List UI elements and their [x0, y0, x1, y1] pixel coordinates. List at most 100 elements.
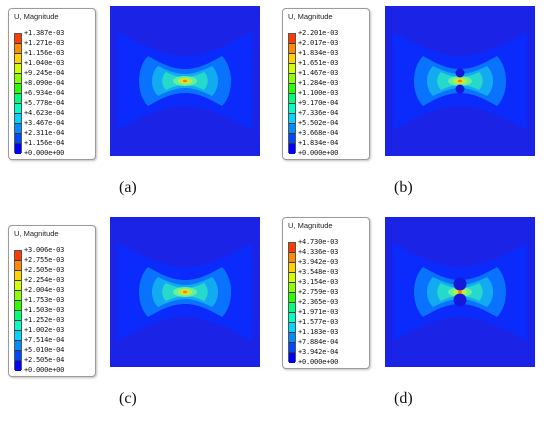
legend-swatch	[289, 283, 295, 293]
legend-swatch	[289, 263, 295, 273]
legend-swatch	[15, 301, 21, 311]
legend-swatch	[15, 321, 21, 331]
legend-box: U, Magnitude+4.730e-03+4.336e-03+3.942e-…	[282, 217, 370, 369]
legend-swatch	[15, 54, 21, 64]
legend-title: U, Magnitude	[288, 12, 333, 21]
legend-value: +2.201e-03	[298, 29, 339, 37]
legend-value: +1.387e-03	[24, 29, 65, 37]
legend-value: +1.284e-03	[298, 79, 339, 87]
legend-value: +2.017e-03	[298, 39, 339, 47]
legend-value: +2.004e-03	[24, 286, 65, 294]
legend-swatch	[15, 34, 21, 44]
legend-value: +1.040e-03	[24, 59, 65, 67]
legend-value: +3.548e-03	[298, 268, 339, 276]
legend-value: +4.336e-03	[298, 248, 339, 256]
legend-swatch	[15, 104, 21, 114]
panel-caption: (b)	[394, 179, 413, 196]
legend-value: +2.505e-03	[24, 266, 65, 274]
legend-value: +1.834e-04	[298, 139, 339, 147]
legend-value: +1.577e-03	[298, 318, 339, 326]
legend-value: +1.971e-03	[298, 308, 339, 316]
legend-swatch	[289, 134, 295, 144]
legend-color-bar	[288, 242, 296, 363]
legend-value: +1.651e-03	[298, 59, 339, 67]
legend-value: +3.467e-04	[24, 119, 65, 127]
legend-swatch	[289, 74, 295, 84]
legend-value: +0.000e+00	[24, 366, 65, 374]
legend-value: +2.365e-03	[298, 298, 339, 306]
legend-value: +1.156e-03	[24, 49, 65, 57]
legend-value: +4.730e-03	[298, 238, 339, 246]
legend-value: +1.183e-03	[298, 328, 339, 336]
panel-caption: (d)	[394, 390, 413, 407]
legend-value: +0.000e+00	[24, 149, 65, 157]
legend-box: U, Magnitude +2.201e-03 +2.017e-03 +1.834e-…	[282, 8, 370, 160]
legend-swatch	[15, 281, 21, 291]
legend-value: +5.010e-04	[24, 346, 65, 354]
legend-value: +1.834e-03	[298, 49, 339, 57]
legend-swatch	[289, 323, 295, 333]
hotspot-ring-4	[458, 290, 462, 294]
legend-value: +5.502e-04	[298, 119, 339, 127]
legend-swatch	[289, 94, 295, 104]
legend-swatch	[15, 331, 21, 341]
legend-swatch	[289, 44, 295, 54]
legend-value: +1.156e-04	[24, 139, 65, 147]
legend-swatch	[289, 54, 295, 64]
legend-value: +0.000e+00	[298, 358, 339, 366]
legend-color-bar	[288, 33, 296, 154]
low-zone-1	[453, 277, 467, 291]
legend-title: U, Magnitude	[14, 229, 59, 238]
legend-swatch	[289, 293, 295, 303]
legend-value: +2.755e-03	[24, 256, 65, 264]
legend-value: +2.759e-03	[298, 288, 339, 296]
legend-swatch	[15, 361, 21, 371]
legend-value: +3.154e-03	[298, 278, 339, 286]
legend-value: +3.942e-03	[298, 258, 339, 266]
legend-value: +7.336e-04	[298, 109, 339, 117]
legend-swatch	[15, 341, 21, 351]
legend-swatch	[289, 313, 295, 323]
legend-value: +8.090e-04	[24, 79, 65, 87]
legend-value: +3.668e-04	[298, 129, 339, 137]
legend-swatch	[289, 84, 295, 94]
legend-swatch	[289, 273, 295, 283]
legend-swatch	[15, 291, 21, 301]
legend-swatch	[15, 64, 21, 74]
legend-value: +3.006e-03	[24, 246, 65, 254]
contour-plot	[385, 217, 535, 367]
legend-swatch	[289, 114, 295, 124]
legend-box: U, Magnitude+1.387e-03+1.271e-03+1.156e-…	[8, 8, 96, 160]
legend-swatch	[15, 94, 21, 104]
contour-plot	[385, 6, 535, 156]
legend-swatch	[289, 34, 295, 44]
legend-swatch	[15, 261, 21, 271]
legend-value: +6.934e-04	[24, 89, 65, 97]
hotspot-ring-4	[183, 290, 187, 294]
legend-swatch	[289, 243, 295, 253]
legend-value: +2.311e-04	[24, 129, 65, 137]
low-zone-2	[455, 84, 465, 94]
contour-plot	[110, 6, 260, 156]
legend-value: +3.942e-04	[298, 348, 339, 356]
legend-value: +7.884e-04	[298, 338, 339, 346]
legend-value: +5.778e-04	[24, 99, 65, 107]
legend-swatch	[15, 144, 21, 154]
legend-box: U, Magnitude +3.006e-03 +2.755e-03 +2.505e-…	[8, 225, 96, 377]
legend-value: +9.245e-04	[24, 69, 65, 77]
legend-swatch	[289, 144, 295, 154]
legend-swatch	[289, 104, 295, 114]
legend-value: +2.254e-03	[24, 276, 65, 284]
hotspot-ring-4	[458, 79, 462, 83]
legend-swatch	[15, 351, 21, 361]
legend-swatch	[15, 271, 21, 281]
legend-swatch	[15, 74, 21, 84]
legend-value: +1.503e-03	[24, 306, 65, 314]
legend-value: +9.170e-04	[298, 99, 339, 107]
legend-swatch	[289, 124, 295, 134]
hotspot-ring-4	[183, 79, 187, 83]
legend-value: +0.000e+00	[298, 149, 339, 157]
legend-title: U, Magnitude	[14, 12, 59, 21]
panel-caption: (a)	[119, 179, 137, 196]
legend-swatch	[289, 303, 295, 313]
